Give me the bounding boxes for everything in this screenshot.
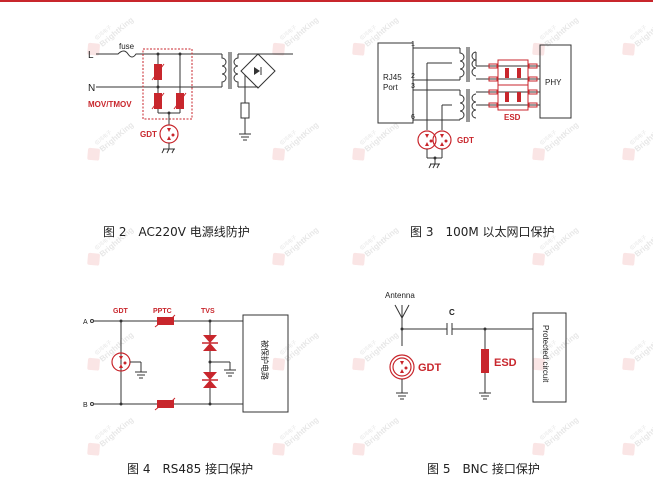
fig2-label-fuse: fuse (119, 42, 135, 51)
fig2-caption: 图 2 AC220V 电源线防护 (103, 225, 250, 239)
fig2-label-N: N (88, 83, 95, 94)
fig4-label-pptc: PPTC (153, 308, 172, 315)
port-label: Port (383, 83, 398, 92)
mov-icon (151, 63, 165, 81)
ground-icon (223, 369, 237, 377)
fig3-label-gdt: GDT (457, 136, 474, 145)
fig4-caption: 图 4 RS485 接口保护 (127, 462, 254, 476)
fig3-caption: 图 3 100M 以太网口保护 (410, 225, 555, 239)
gdt-icon (159, 124, 179, 144)
fig5-caption: 图 5 BNC 接口保护 (427, 462, 540, 476)
resistor-icon (240, 102, 250, 119)
rectifier-bridge (240, 53, 276, 89)
capacitor-label: C (449, 308, 455, 317)
antenna-label: Antenna (385, 291, 415, 300)
pptc-icon (154, 314, 176, 328)
rj45-label: RJ45 (383, 73, 402, 82)
phy-box (539, 44, 572, 119)
mov-icon (173, 92, 187, 110)
gdt-icon (389, 354, 415, 380)
top-accent-bar (0, 0, 653, 2)
esd-icon (481, 349, 489, 373)
protected-circuit-box (242, 314, 289, 413)
pptc-icon (154, 397, 176, 411)
fig2-label-gdt: GDT (140, 130, 157, 139)
fig5-label-esd: ESD (494, 357, 517, 369)
capacitor-icon (446, 323, 453, 335)
fig2-label-L: L (88, 50, 94, 61)
tvs-icon (202, 335, 218, 351)
fig2-protection-box (142, 48, 193, 120)
transformer-secondary (233, 54, 239, 87)
fig5-label-gdt: GDT (418, 362, 442, 374)
fig4-rs485-protection: A B GDT PPTC TVS 被保护电路 (83, 308, 289, 413)
gdt-icon (392, 357, 412, 377)
pin-1: 1 (411, 41, 415, 48)
antenna-icon (394, 304, 410, 319)
esd-array-icon (488, 59, 538, 111)
ground-icon (478, 392, 492, 400)
fig4-label-B: B (83, 402, 88, 409)
pin-6: 6 (411, 114, 415, 121)
fig4-label-gdt: GDT (113, 308, 129, 315)
fig4-label-A: A (83, 319, 88, 326)
ground-icon (134, 371, 148, 379)
fig2-line-L (96, 50, 222, 58)
fig2-ac-power-protection: L N fuse MOV/TMOV GDT (88, 42, 293, 154)
fig5-bnc-protection: Antenna C GDT ESD Protected circuit (385, 291, 567, 403)
fig3-label-esd: ESD (504, 113, 521, 122)
transformer-primary (221, 54, 227, 87)
mov-icon (151, 92, 165, 110)
tvs-icon (202, 372, 218, 388)
pin-2: 2 (411, 73, 415, 80)
phy-label: PHY (545, 78, 562, 87)
fig4-label-tvs: TVS (201, 308, 215, 315)
ground-icon (238, 133, 252, 141)
fig2-label-mov: MOV/TMOV (88, 100, 132, 109)
pin-3: 3 (411, 83, 415, 90)
rj45-port-box (377, 42, 414, 124)
protected-circuit-label: 被保护电路 (260, 340, 270, 380)
fig3-ethernet-protection: RJ45 Port 1 2 3 6 GDT (377, 41, 572, 169)
protected-circuit-box (532, 312, 567, 403)
ground-icon (395, 392, 409, 400)
protected-circuit-label: Protected circuit (541, 325, 550, 383)
